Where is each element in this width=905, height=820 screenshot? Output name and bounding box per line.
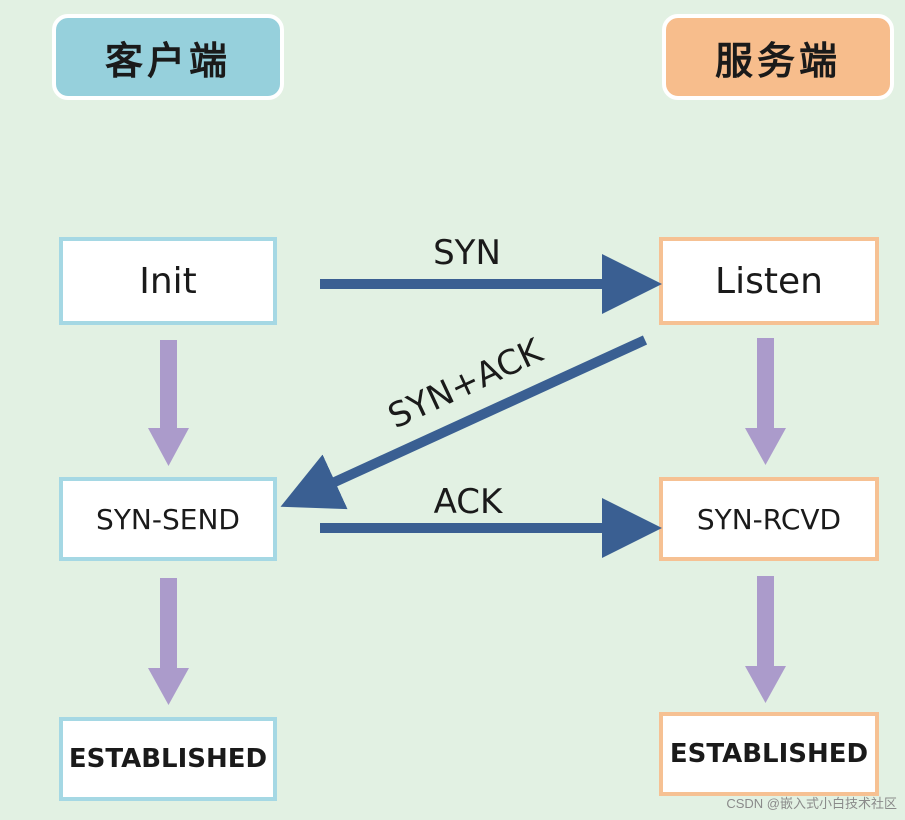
transition-arrow-syn-rcvd-to-established: [745, 576, 786, 703]
syn-ack-arrow: [280, 335, 648, 510]
server-header: 服务端: [662, 14, 894, 100]
state-syn-send: SYN-SEND: [59, 477, 277, 561]
transition-arrow-syn-send-to-established: [148, 578, 189, 705]
transition-arrow-init-to-syn-send: [148, 340, 189, 466]
watermark: CSDN @嵌入式小白技术社区: [726, 796, 897, 811]
state-established-client: ESTABLISHED: [59, 717, 277, 801]
state-established-server: ESTABLISHED: [659, 712, 879, 796]
transition-arrow-listen-to-syn-rcvd: [745, 338, 786, 465]
client-header: 客户端: [52, 14, 284, 100]
state-init: Init: [59, 237, 277, 325]
syn-label: SYN: [433, 233, 501, 273]
state-syn-rcvd: SYN-RCVD: [659, 477, 879, 561]
ack-label: ACK: [434, 482, 504, 522]
